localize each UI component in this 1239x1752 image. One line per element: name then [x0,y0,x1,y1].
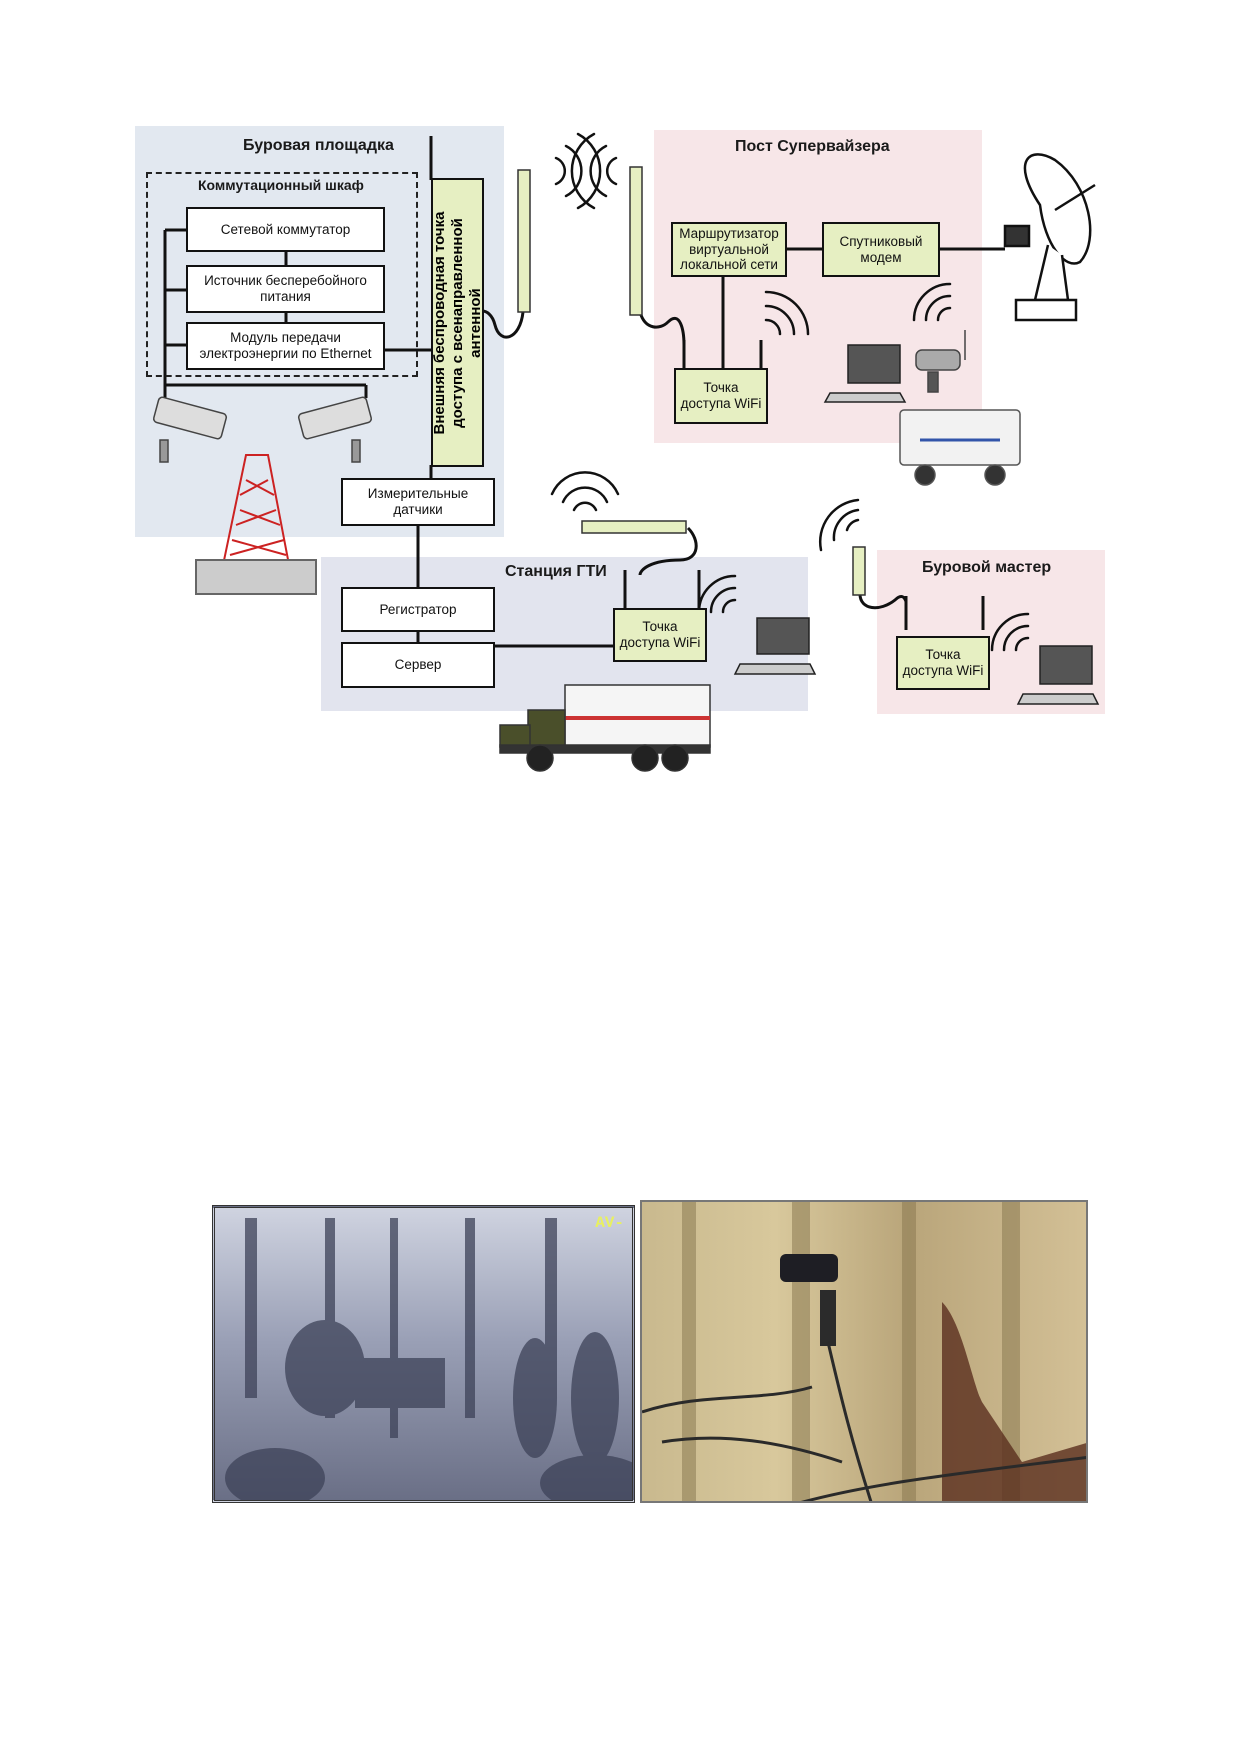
ups: Источник бесперебойного питания [186,265,385,313]
camera-device-icon [780,1254,838,1346]
laptop-icon-supervisor [823,344,907,403]
wifi-access-point-gti: Точка доступа WiFi [613,608,707,662]
switch-cabinet [146,172,418,377]
wifi-access-point-supervisor: Точка доступа WiFi [674,368,768,424]
switch-cabinet-title: Коммутационный шкаф [198,177,364,193]
drilling-rig-icon [195,454,317,595]
satellite-dish-icon [1003,153,1096,322]
measuring-sensors: Измерительные датчики [341,478,495,526]
supervisor-post-title: Пост Супервайзера [735,138,890,155]
cctv-camera-icon-left [152,396,228,463]
ip-camera-icon [915,330,966,393]
vpn-router: Маршрутизатор виртуальной локальной сети [671,222,787,277]
drilling-master-title: Буровой мастер [922,559,1052,576]
camera-scene [642,1202,1086,1501]
mounted-camera-photo [640,1200,1088,1503]
cctv-camera-icon-right [297,396,373,463]
laptop-icon-gti [733,617,817,675]
satellite-modem: Спутниковый модем [822,222,940,277]
external-access-point-label: Внешняя беспроводная точка доступа с все… [430,211,484,434]
supervisor-trailer-icon [899,409,1021,486]
gti-truck-icon [499,684,711,772]
external-access-point: Внешняя беспроводная точка доступа с все… [431,178,484,467]
surveillance-footage-photo: AV- [212,1205,635,1503]
server: Сервер [341,642,495,688]
recorder: Регистратор [341,587,495,632]
wifi-access-point-master: Точка доступа WiFi [896,636,990,690]
gti-station-title: Станция ГТИ [505,563,607,580]
laptop-icon-master [1016,645,1100,705]
footage-scene [225,1218,632,1500]
drilling-site-title: Буровая площадка [243,137,394,154]
poe-module: Модуль передачи электроэнергии по Ethern… [186,322,385,370]
footage-overlay-label: AV- [595,1214,624,1232]
network-switch: Сетевой коммутатор [186,207,385,252]
